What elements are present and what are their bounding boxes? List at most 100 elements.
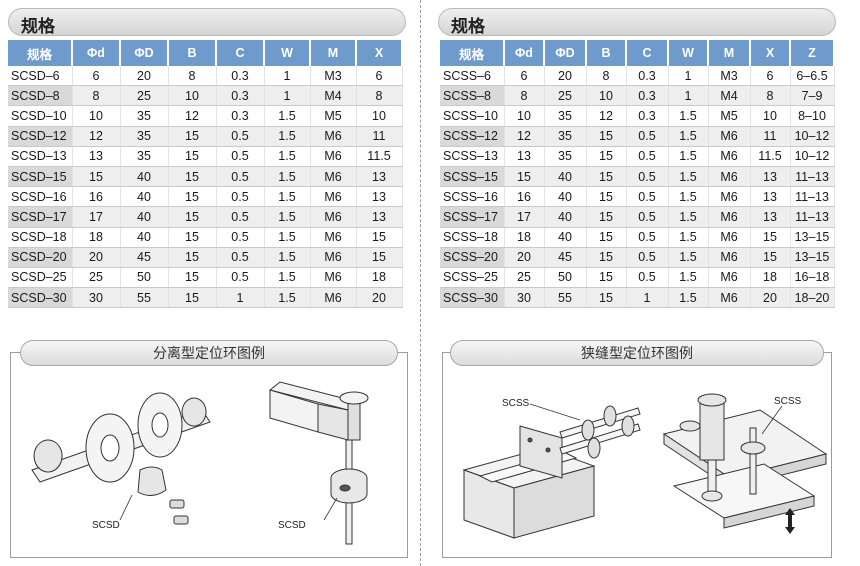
column-header-6: M (310, 40, 357, 66)
value-cell: 0.3 (626, 85, 669, 107)
value-cell: 15 (168, 206, 217, 228)
column-header-7: X (750, 40, 791, 66)
model-cell: SCSS–18 (440, 227, 505, 248)
value-cell: 13 (356, 206, 403, 228)
value-cell: 0.5 (216, 166, 265, 188)
up-down-arrow-icon (785, 508, 795, 534)
value-cell: 15 (168, 247, 217, 268)
column-header-4: C (216, 40, 265, 66)
value-cell: 35 (544, 146, 587, 167)
value-cell: 1.5 (264, 105, 311, 127)
value-cell: 35 (120, 126, 169, 147)
value-cell: 15 (168, 126, 217, 147)
model-cell: SCSS–8 (440, 85, 505, 107)
value-cell: M6 (708, 267, 751, 289)
value-cell: 15 (586, 267, 627, 289)
value-cell: 15 (586, 247, 627, 268)
value-cell: 13–15 (790, 227, 835, 248)
value-cell: 1.5 (668, 146, 709, 167)
value-cell: 1.5 (264, 206, 311, 228)
value-cell: 0.5 (626, 247, 669, 268)
value-cell: 1.5 (264, 287, 311, 309)
value-cell: M6 (708, 227, 751, 248)
value-cell: 0.3 (626, 105, 669, 127)
value-cell: 1.5 (668, 267, 709, 289)
value-cell: 1.5 (668, 287, 709, 309)
value-cell: 35 (120, 146, 169, 167)
value-cell: 13 (750, 206, 791, 228)
value-cell: M6 (310, 267, 357, 289)
value-cell: 7–9 (790, 85, 835, 107)
value-cell: M4 (708, 85, 751, 107)
value-cell: 11.5 (356, 146, 403, 167)
value-cell: 13 (356, 166, 403, 188)
value-cell: 0.5 (626, 146, 669, 167)
value-cell: M6 (708, 206, 751, 228)
column-header-7: X (356, 40, 403, 66)
value-cell: 10 (750, 105, 791, 127)
column-header-3: B (168, 40, 217, 66)
value-cell: 1.5 (668, 166, 709, 188)
value-cell: M3 (708, 66, 751, 87)
value-cell: 18 (72, 227, 121, 248)
model-cell: SCSS–12 (440, 126, 505, 147)
value-cell: 45 (120, 247, 169, 268)
value-cell: 55 (120, 287, 169, 309)
model-cell: SCSD–30 (8, 287, 73, 309)
value-cell: 1.5 (264, 166, 311, 188)
value-cell: 40 (120, 186, 169, 208)
sprocket-illustration (85, 392, 183, 483)
value-cell: 35 (120, 105, 169, 127)
value-cell: 15 (586, 146, 627, 167)
model-cell: SCSD–6 (8, 66, 73, 87)
value-cell: 20 (750, 287, 791, 309)
column-header-5: W (264, 40, 311, 66)
right-diagram-label-2: SCSS (774, 396, 802, 407)
value-cell: 1.5 (668, 227, 709, 248)
value-cell: 45 (544, 247, 587, 268)
value-cell: 13 (72, 146, 121, 167)
value-cell: 0.5 (626, 206, 669, 228)
value-cell: 50 (544, 267, 587, 289)
value-cell: 1 (626, 287, 669, 309)
value-cell: 25 (72, 267, 121, 289)
value-cell: 30 (504, 287, 545, 309)
value-cell: 15 (586, 126, 627, 147)
value-cell: 15 (750, 247, 791, 268)
model-cell: SCSD–25 (8, 267, 73, 289)
value-cell: 12 (504, 126, 545, 147)
value-cell: 17 (72, 206, 121, 228)
left-diagram-label-1: SCSD (92, 520, 120, 531)
value-cell: 35 (544, 126, 587, 147)
value-cell: 0.3 (216, 85, 265, 107)
value-cell: 40 (120, 227, 169, 248)
column-header-3: B (586, 40, 627, 66)
model-cell: SCSD–16 (8, 186, 73, 208)
value-cell: 55 (544, 287, 587, 309)
value-cell: 11–13 (790, 186, 835, 208)
value-cell: 8 (750, 85, 791, 107)
value-cell: 20 (544, 66, 587, 87)
column-header-1: Φd (72, 40, 121, 66)
value-cell: 40 (544, 227, 587, 248)
slit-collar-illustration (581, 405, 635, 459)
value-cell: 13 (750, 186, 791, 208)
value-cell: 1 (668, 85, 709, 107)
value-cell: 15 (168, 186, 217, 208)
left-diagram-label-2: SCSD (278, 520, 306, 531)
value-cell: 1 (216, 287, 265, 309)
column-header-5: W (668, 40, 709, 66)
model-cell: SCSD–15 (8, 166, 73, 188)
value-cell: 1.5 (264, 227, 311, 248)
